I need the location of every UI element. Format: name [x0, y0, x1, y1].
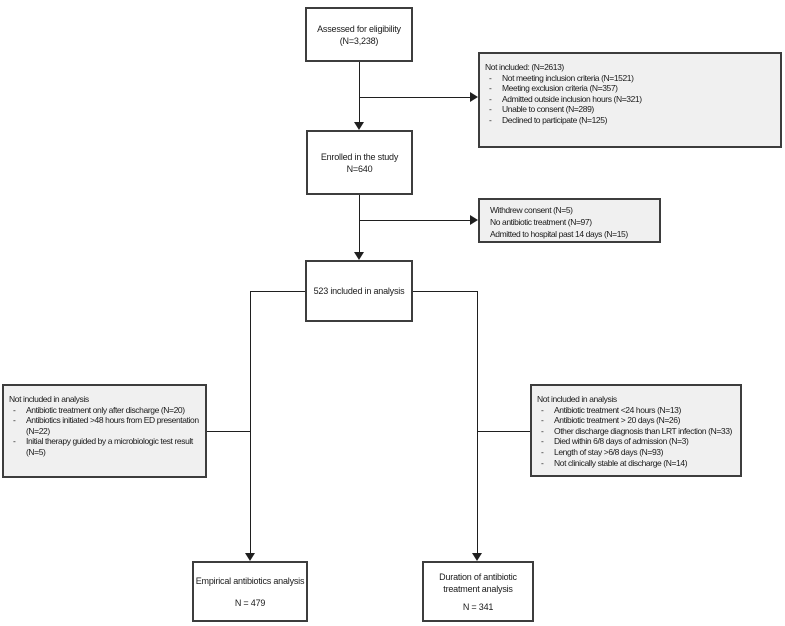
list-item: Admitted to hospital past 14 days (N=15) [490, 229, 628, 240]
list-item: -Antibiotic treatment > 20 days (N=26) [536, 415, 737, 426]
list-item-text: Antibiotic treatment > 20 days (N=26) [554, 415, 680, 426]
list-item-text: Antibiotic treatment only after discharg… [26, 404, 185, 415]
connector-to-not-included-eligibility [359, 97, 470, 98]
bullet-dash: - [541, 446, 544, 457]
exclusion-list: -Antibiotic treatment <24 hours (N=13)-A… [536, 405, 737, 469]
list-item: Withdrew consent (N=5) [490, 205, 573, 215]
box-n-value: N = 479 [234, 597, 266, 608]
arrowhead-down-enrolled [354, 122, 364, 130]
box-title: Not included in analysis [9, 394, 89, 404]
bullet-dash: - [13, 404, 16, 415]
box-n-value: N = 341 [462, 601, 494, 612]
arrowhead-right-withdrawn [470, 215, 478, 225]
arrowhead-down-empirical [245, 553, 255, 561]
list-item: No antibiotic treatment (N=97) [490, 217, 592, 228]
box-title: Not included: (N=2613) [485, 62, 564, 72]
connector-left-down [250, 291, 251, 553]
exclusion-list: -Antibiotic treatment only after dischar… [8, 405, 202, 458]
connector-not-included-empirical [207, 431, 250, 432]
list-item: -Declined to participate (N=125) [484, 115, 777, 126]
withdrawn-box: Withdrew consent (N=5) No antibiotic trea… [478, 198, 661, 243]
included-in-analysis-box: 523 included in analysis [305, 260, 413, 322]
connector-enrolled-included [359, 195, 360, 252]
list-item: -Meeting exclusion criteria (N=357) [484, 83, 777, 94]
assessed-for-eligibility-box: Assessed for eligibility (N=3,238) [305, 7, 413, 62]
list-item-text: Other discharge diagnosis than LRT infec… [554, 425, 732, 436]
connector-assessed-enrolled [359, 62, 360, 122]
connector-included-left [250, 291, 305, 292]
box-n-value: (N=3,238) [339, 35, 379, 46]
box-title: Not included in analysis [537, 394, 617, 404]
list-item: -Died within 6/8 days of admission (N=3) [536, 436, 737, 447]
not-included-eligibility-box: Not included: (N=2613) -Not meeting incl… [478, 52, 782, 148]
bullet-dash: - [489, 104, 492, 115]
arrowhead-down-duration [472, 553, 482, 561]
bullet-dash: - [541, 415, 544, 426]
list-item-text: Initial therapy guided by a microbiologi… [26, 436, 193, 457]
list-item: -Antibiotic treatment only after dischar… [8, 405, 202, 416]
bullet-dash: - [13, 415, 16, 426]
list-item: -Other discharge diagnosis than LRT infe… [536, 426, 737, 437]
list-item: -Not clinically stable at discharge (N=1… [536, 458, 737, 469]
list-item: -Antibiotic treatment <24 hours (N=13) [536, 405, 737, 416]
list-item: -Initial therapy guided by a microbiolog… [8, 436, 202, 457]
list-item-text: Meeting exclusion criteria (N=357) [502, 83, 618, 94]
list-item-text: Antibiotics initiated >48 hours from ED … [26, 415, 199, 436]
empirical-analysis-box: Empirical antibiotics analysis N = 479 [192, 561, 308, 622]
box-title: 523 included in analysis [313, 286, 405, 296]
bullet-dash: - [541, 457, 544, 468]
bullet-dash: - [541, 436, 544, 447]
list-item: -Length of stay >6/8 days (N=93) [536, 447, 737, 458]
box-n-value: N=640 [346, 163, 373, 174]
list-item-text: Not clinically stable at discharge (N=14… [554, 457, 688, 468]
bullet-dash: - [541, 425, 544, 436]
box-title: Duration of antibiotic treatment analysi… [439, 571, 517, 594]
list-item: -Antibiotics initiated >48 hours from ED… [8, 415, 202, 436]
enrolled-box: Enrolled in the study N=640 [306, 130, 413, 195]
box-title: Enrolled in the study [320, 151, 399, 162]
box-title: Assessed for eligibility [317, 23, 401, 34]
list-item-text: Admitted outside inclusion hours (N=321) [502, 93, 642, 104]
exclusion-list: -Not meeting inclusion criteria (N=1521)… [484, 73, 777, 126]
arrowhead-right-not-included-eligibility [470, 92, 478, 102]
bullet-dash: - [541, 404, 544, 415]
list-item-text: Not meeting inclusion criteria (N=1521) [502, 72, 634, 83]
connector-not-included-duration [477, 431, 530, 432]
connector-right-down [477, 291, 478, 553]
bullet-dash: - [489, 93, 492, 104]
list-item: -Not meeting inclusion criteria (N=1521) [484, 73, 777, 84]
connector-included-right [413, 291, 477, 292]
list-item-text: Declined to participate (N=125) [502, 114, 608, 125]
bullet-dash: - [489, 83, 492, 94]
list-item: -Admitted outside inclusion hours (N=321… [484, 94, 777, 105]
box-title: Empirical antibiotics analysis [195, 575, 305, 586]
bullet-dash: - [13, 436, 16, 447]
not-included-empirical-box: Not included in analysis -Antibiotic tre… [2, 384, 207, 478]
list-item-text: Died within 6/8 days of admission (N=3) [554, 436, 689, 447]
list-item-text: Antibiotic treatment <24 hours (N=13) [554, 404, 681, 415]
not-included-duration-box: Not included in analysis -Antibiotic tre… [530, 384, 742, 477]
arrowhead-down-included [354, 252, 364, 260]
bullet-dash: - [489, 114, 492, 125]
list-item-text: Length of stay >6/8 days (N=93) [554, 446, 664, 457]
list-item: -Unable to consent (N=289) [484, 104, 777, 115]
connector-to-withdrawn [359, 220, 470, 221]
withdrawn-list: Withdrew consent (N=5) No antibiotic trea… [490, 204, 656, 241]
list-item-text: Unable to consent (N=289) [502, 104, 594, 115]
duration-analysis-box: Duration of antibiotic treatment analysi… [422, 561, 534, 622]
bullet-dash: - [489, 72, 492, 83]
